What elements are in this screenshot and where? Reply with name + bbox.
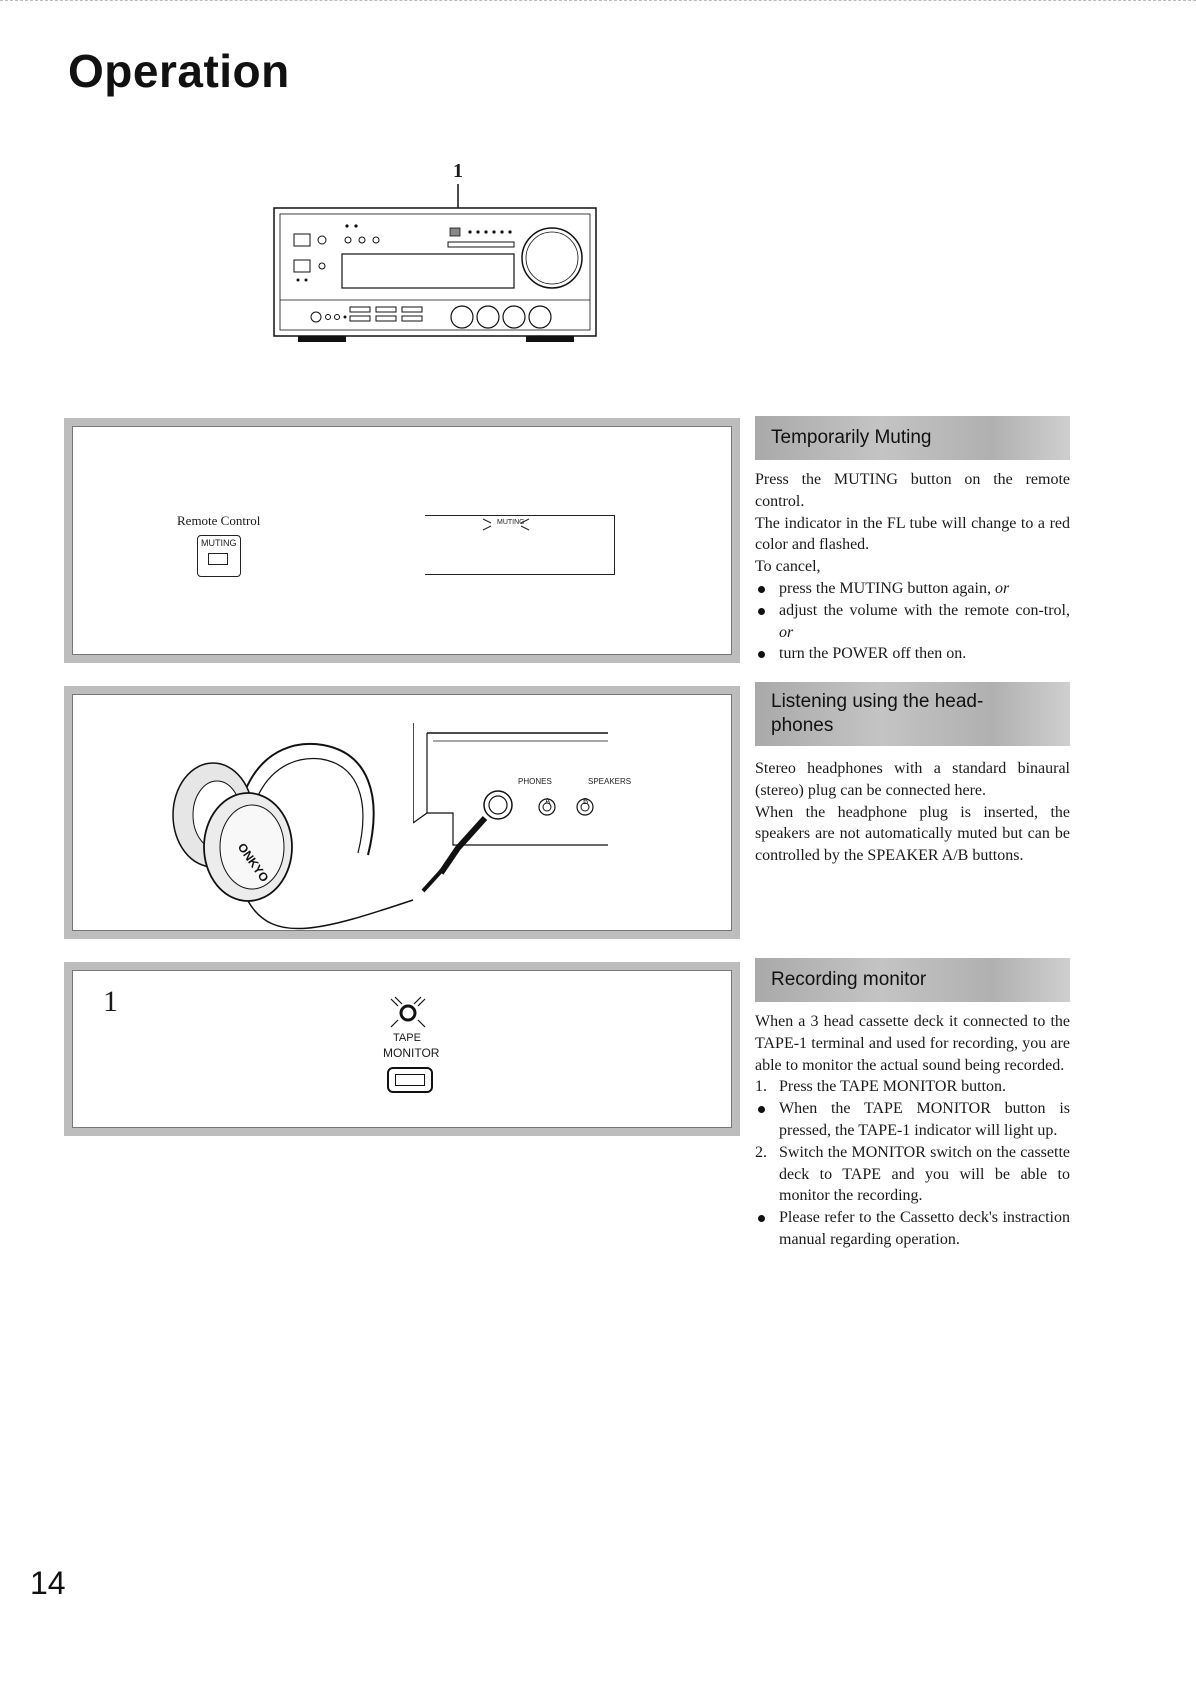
- headphones-p1: Stereo headphones with a standard binaur…: [755, 760, 1070, 799]
- recording-section-header: Recording monitor: [755, 958, 1070, 1002]
- muting-p1: Press the MUTING button on the remote co…: [755, 471, 1070, 510]
- muting-section-body: Press the MUTING button on the remote co…: [755, 469, 1070, 665]
- fl-muting-indicator: MUTING: [497, 519, 525, 526]
- muting-button-label: MUTING: [201, 538, 237, 548]
- headphones-figure-panel: ONKYO PHONES SPEAKERS A B: [64, 686, 740, 939]
- recording-step-2: 2.Switch the MONITOR switch on the casse…: [755, 1143, 1070, 1205]
- muting-bullet-3: turn the POWER off then on.: [755, 643, 1070, 665]
- page-title: Operation: [68, 45, 290, 97]
- muting-bullet-2: adjust the volume with the remote con-tr…: [755, 600, 1070, 644]
- recording-bullet-2: Please refer to the Cassetto deck's inst…: [755, 1207, 1070, 1251]
- recording-figure-panel: 1 TAPE MONITOR: [64, 962, 740, 1136]
- headphones-icon: ONKYO: [172, 742, 414, 930]
- headphones-p2: When the headphone plug is inserted, the…: [755, 803, 1070, 865]
- tape-indicator-icon: [390, 996, 426, 1028]
- monitor-label: MONITOR: [383, 1046, 440, 1060]
- recording-section-body: When a 3 head cassette deck it connected…: [755, 1011, 1070, 1251]
- headphones-header-line2: phones: [771, 715, 834, 736]
- fl-display-icon: MUTING: [425, 515, 615, 575]
- recording-step-1: 1.Press the TAPE MONITOR button.: [755, 1078, 1007, 1096]
- speaker-b-label: B: [583, 797, 589, 806]
- step-number: 1: [103, 985, 118, 1018]
- speaker-a-label: A: [545, 797, 551, 806]
- front-panel-figure: 1: [270, 160, 610, 360]
- flash-lines-icon: [482, 518, 530, 531]
- muting-p2: The indicator in the FL tube will change…: [755, 514, 1070, 554]
- muting-button-icon: MUTING: [197, 535, 241, 577]
- headphones-section-body: Stereo headphones with a standard binaur…: [755, 758, 1070, 867]
- recording-bullet-1: When the TAPE MONITOR button is pressed,…: [755, 1098, 1070, 1142]
- muting-p3: To cancel,: [755, 558, 821, 576]
- top-rule: [0, 0, 1196, 3]
- remote-control-label: Remote Control: [177, 513, 261, 528]
- receiver-front-icon: [273, 184, 597, 342]
- muting-bullet-1: press the MUTING button again, or: [755, 578, 1070, 600]
- phones-label: PHONES: [518, 777, 552, 786]
- jack-panel-icon: [413, 723, 608, 893]
- tape-label: TAPE: [393, 1032, 421, 1044]
- tape-monitor-button-icon: [387, 1067, 433, 1093]
- front-panel-callout: 1: [453, 160, 463, 182]
- recording-p1: When a 3 head cassette deck it connected…: [755, 1013, 1070, 1074]
- headphones-section-header: Listening using the head- phones: [755, 682, 1070, 746]
- speakers-label: SPEAKERS: [588, 777, 632, 786]
- muting-section-header: Temporarily Muting: [755, 416, 1070, 460]
- page-number: 14: [30, 1565, 66, 1601]
- headphones-header-line1: Listening using the head-: [771, 691, 984, 712]
- muting-figure-panel: Remote Control MUTING MUTING: [64, 418, 740, 663]
